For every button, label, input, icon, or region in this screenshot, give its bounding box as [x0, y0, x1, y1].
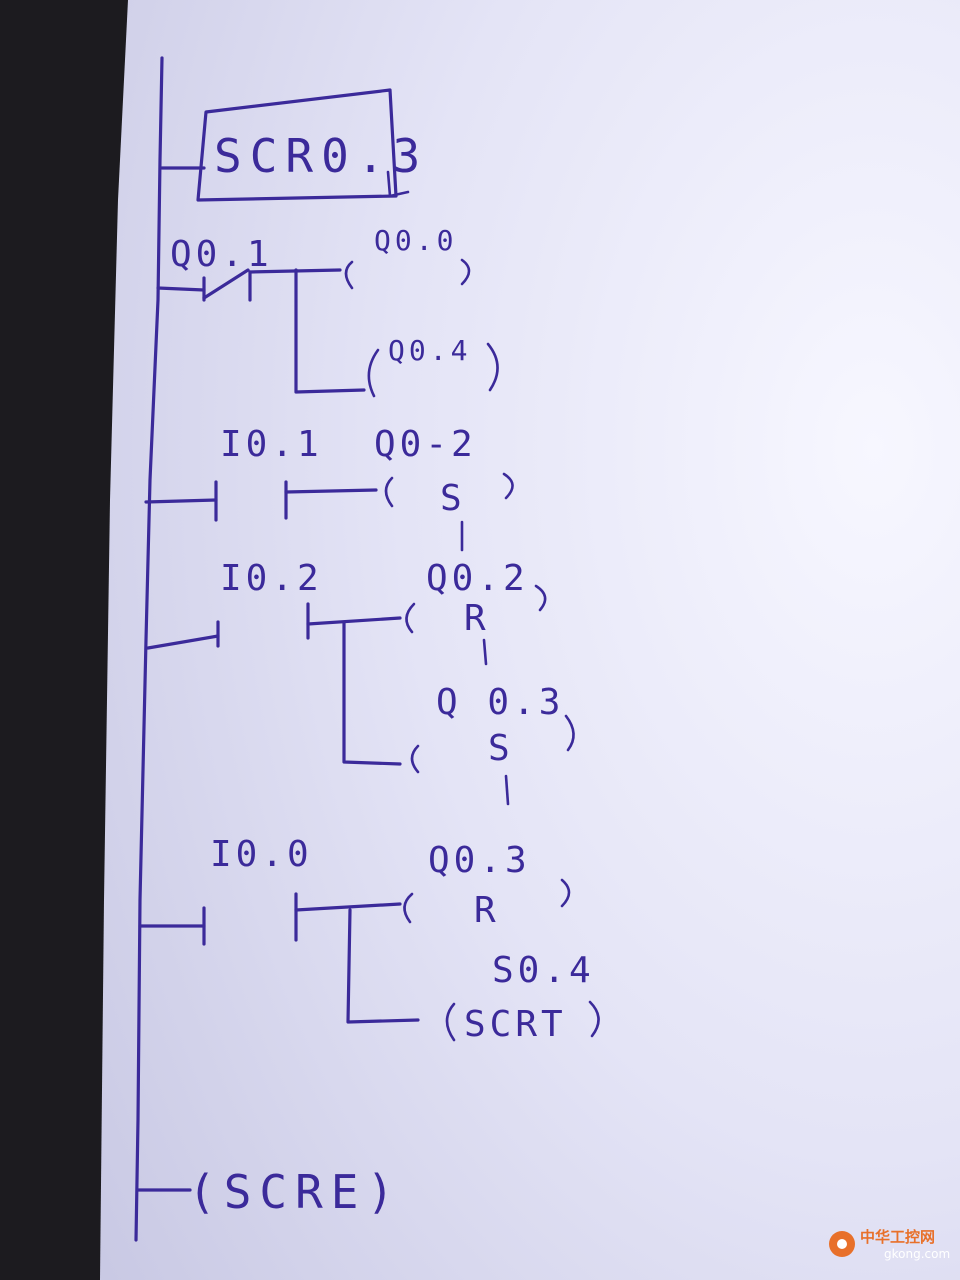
rung3-coil2-label: Q 0.3: [436, 682, 564, 723]
rung3-coil2-mode: S: [488, 728, 514, 769]
paper-sheet: [100, 0, 960, 1280]
scre-label: (SCRE): [188, 1165, 402, 1219]
rung4-coil1-label: Q0.3: [428, 840, 531, 881]
rung1-contact-label: Q0.1: [170, 234, 273, 275]
rung4-coil1-mode: R: [474, 890, 500, 931]
rung3-coil1-mode: R: [464, 598, 490, 639]
watermark-url: gkong.com: [884, 1247, 950, 1261]
watermark: 中华工控网 gkong.com: [829, 1228, 950, 1261]
left-power-rail: [134, 56, 164, 1242]
watermark-cn: 中华工控网: [860, 1228, 935, 1246]
scr-label: SCR0.3: [214, 129, 428, 183]
rung3-contact-label: I0.2: [220, 558, 323, 599]
rung-1: Q0.1 Q0.0 Q0.4: [156, 224, 499, 398]
rung2-coil-label: Q0-2: [374, 424, 477, 465]
rung-4: I0.0 Q0.3 R S0.4 SCRT: [138, 834, 600, 1045]
scre-end: (SCRE): [136, 1165, 402, 1219]
rung1-coil2-label: Q0.4: [388, 334, 471, 367]
rung-2: I0.1 Q0-2 S: [144, 424, 514, 552]
rung-3: I0.2 Q0.2 R Q 0.3 S: [146, 558, 575, 806]
rung1-coil1-label: Q0.0: [374, 224, 457, 257]
scr-box: SCR0.3: [160, 88, 428, 202]
rung3-coil1-label: Q0.2: [426, 558, 529, 599]
rung2-coil-mode: S: [440, 478, 466, 519]
rung2-contact-label: I0.1: [220, 424, 323, 465]
rung4-coil2-label: S0.4: [492, 950, 595, 991]
rung4-contact-label: I0.0: [210, 834, 313, 875]
rung4-coil2-mode: SCRT: [464, 1004, 567, 1045]
